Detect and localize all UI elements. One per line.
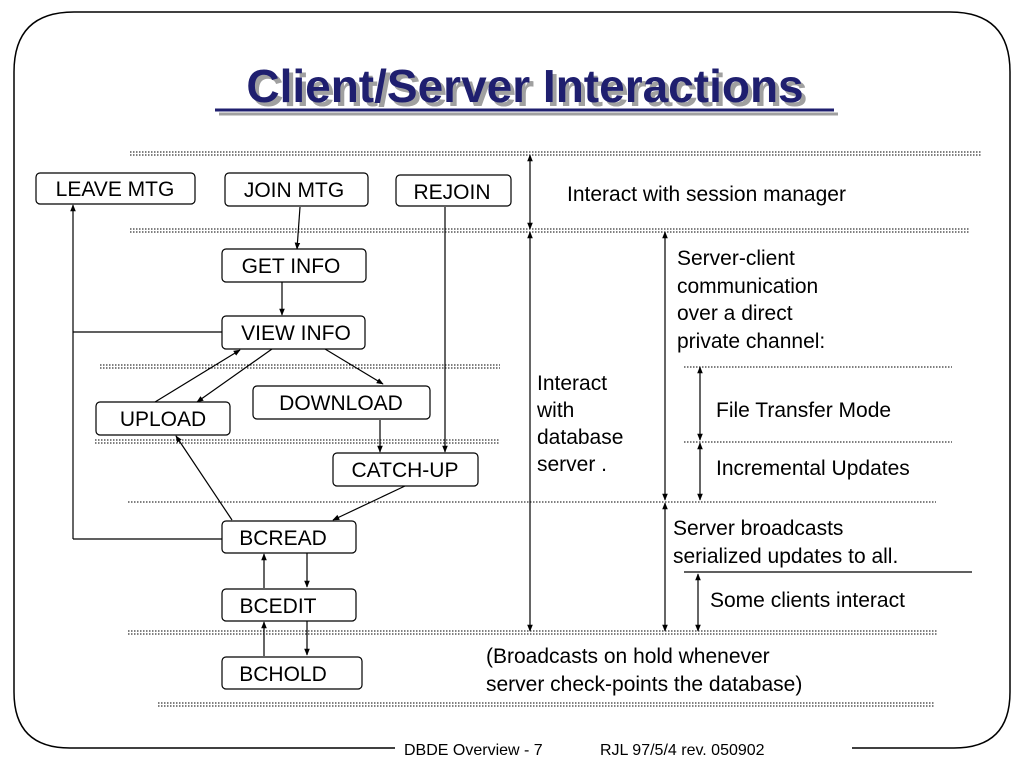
edge-bcread-upload xyxy=(175,435,233,521)
annotation-file-transfer: File Transfer Mode xyxy=(716,399,891,422)
node-download: DOWNLOAD xyxy=(252,385,431,420)
edge-catchup-bcread xyxy=(332,485,406,521)
annotation-session-manager: Interact with session manager xyxy=(567,183,846,206)
node-catch-up: CATCH-UP xyxy=(332,452,479,487)
node-leave-mtg: LEAVE MTG xyxy=(35,172,196,205)
broadcasts-line-2: serialized updates to all. xyxy=(673,545,898,568)
node-view-info: VIEW INFO xyxy=(221,315,366,350)
title-group: Client/Server Interactions Client/Server… xyxy=(215,60,838,116)
page-title: Client/Server Interactions xyxy=(246,60,803,112)
annotation-incremental: Incremental Updates xyxy=(716,457,910,480)
edge-viewinfo-download xyxy=(324,348,384,385)
edge-upload-viewinfo xyxy=(154,349,241,403)
node-bcedit-label: BCEDIT xyxy=(239,595,316,618)
footer-right: RJL 97/5/4 rev. 050902 xyxy=(600,742,765,759)
node-bchold: BCHOLD xyxy=(221,656,363,690)
node-bcread: BCREAD xyxy=(221,520,357,554)
database-server-line-4: server . xyxy=(537,453,607,476)
node-leave-mtg-label: LEAVE MTG xyxy=(56,178,175,201)
on-hold-line-1: (Broadcasts on hold whenever xyxy=(486,645,770,668)
private-channel-line-2: communication xyxy=(677,275,818,298)
private-channel-line-3: over a direct xyxy=(677,302,793,325)
annotation-on-hold: (Broadcasts on hold whenever server chec… xyxy=(486,645,802,696)
node-download-label: DOWNLOAD xyxy=(279,392,403,415)
span-arrows xyxy=(527,154,703,632)
node-upload: UPLOAD xyxy=(95,401,231,436)
node-bcread-label: BCREAD xyxy=(239,527,327,550)
node-view-info-label: VIEW INFO xyxy=(241,322,351,345)
node-rejoin: REJOIN xyxy=(395,174,512,207)
annotation-broadcasts: Server broadcasts serialized updates to … xyxy=(673,517,898,568)
node-bchold-label: BCHOLD xyxy=(239,663,327,686)
node-rejoin-label: REJOIN xyxy=(413,181,490,204)
node-get-info: GET INFO xyxy=(221,248,367,283)
broadcasts-line-1: Server broadcasts xyxy=(673,517,843,540)
node-join-mtg-label: JOIN MTG xyxy=(244,179,344,202)
private-channel-line-4: private channel: xyxy=(677,330,825,353)
page-title-shadow: Client/Server Interactions xyxy=(250,64,807,116)
edge-joinmtg-getinfo xyxy=(294,206,301,250)
node-join-mtg: JOIN MTG xyxy=(224,172,369,207)
edge-viewinfo-upload xyxy=(196,348,273,403)
separator-bands xyxy=(95,151,982,707)
annotation-database-server: Interact with database server . xyxy=(536,372,623,476)
node-catch-up-label: CATCH-UP xyxy=(352,459,459,482)
slide-frame xyxy=(13,11,1011,749)
annotation-private-channel: Server-client communication over a direc… xyxy=(677,247,825,353)
flow-edges xyxy=(70,204,448,656)
database-server-line-3: database xyxy=(537,426,623,449)
node-upload-label: UPLOAD xyxy=(120,408,206,431)
node-bcedit: BCEDIT xyxy=(221,588,357,622)
private-channel-line-1: Server-client xyxy=(677,247,795,270)
node-get-info-label: GET INFO xyxy=(242,255,341,278)
database-server-line-2: with xyxy=(536,399,574,422)
on-hold-line-2: server check-points the database) xyxy=(486,673,802,696)
footer-left: DBDE Overview - 7 xyxy=(404,742,543,759)
database-server-line-1: Interact xyxy=(537,372,607,395)
annotation-some-clients: Some clients interact xyxy=(710,589,905,612)
